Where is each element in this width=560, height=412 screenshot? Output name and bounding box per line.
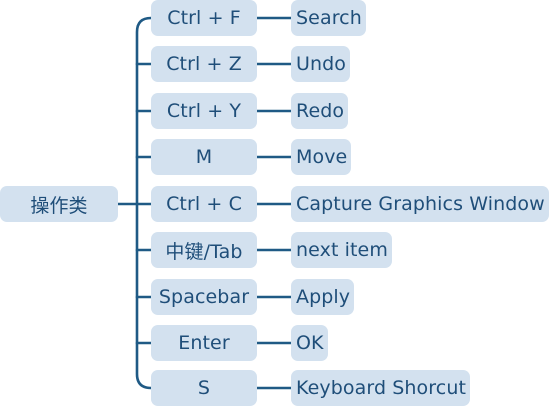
shortcut-key-node: S (151, 370, 257, 406)
shortcut-action-node: Move (291, 139, 352, 175)
shortcut-action-node: Redo (291, 93, 349, 129)
shortcut-key-node: M (151, 139, 257, 175)
shortcut-key-node: Ctrl + F (151, 0, 257, 36)
shortcut-key-node: Ctrl + Y (151, 93, 257, 129)
shortcut-action-node: Apply (291, 279, 355, 315)
shortcut-key-node: Spacebar (151, 279, 257, 315)
shortcut-action-node: Search (291, 0, 366, 36)
shortcut-action-node: OK (291, 325, 328, 361)
shortcut-key-node: Ctrl + C (151, 186, 257, 222)
shortcut-action-node: Undo (291, 46, 351, 82)
shortcut-action-node: Capture Graphics Window (291, 186, 549, 222)
shortcut-key-node: Ctrl + Z (151, 46, 257, 82)
root-node: 操作类 (0, 186, 118, 222)
shortcut-action-node: Keyboard Shorcut (291, 370, 471, 406)
shortcut-action-node: next item (291, 232, 392, 268)
shortcut-key-node: Enter (151, 325, 257, 361)
shortcut-key-node: 中键/Tab (151, 232, 257, 268)
